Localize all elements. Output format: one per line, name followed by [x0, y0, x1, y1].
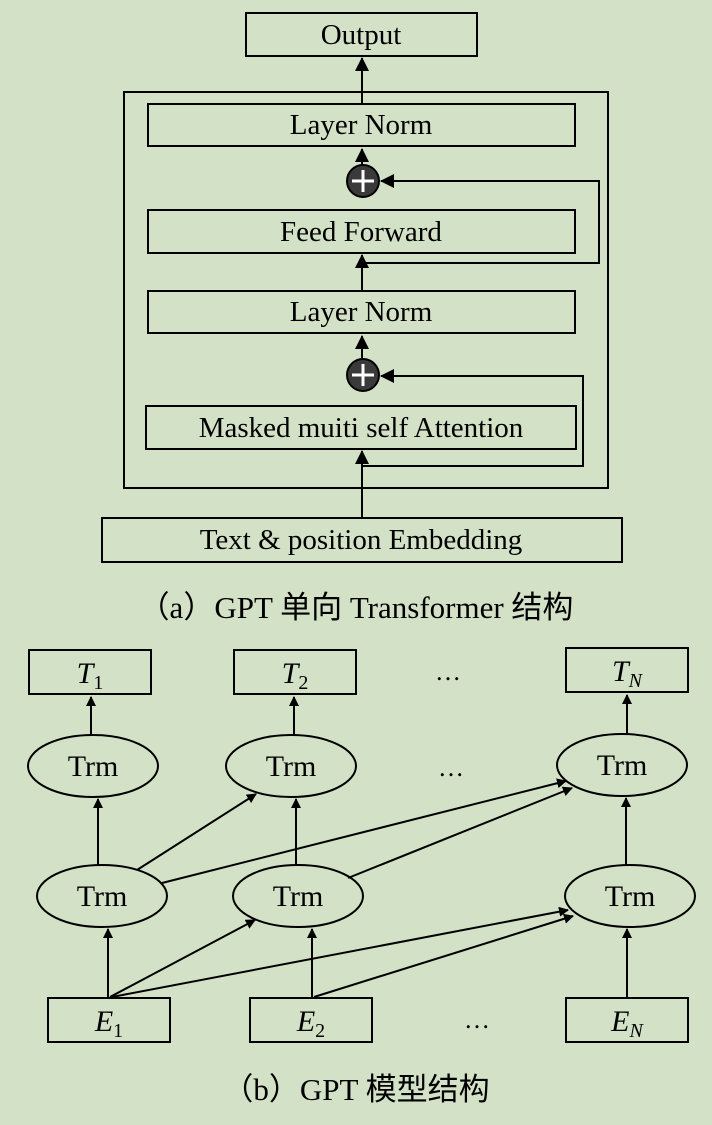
- arrow-b1-to-tn: [161, 778, 567, 884]
- residual-path-top: [362, 174, 600, 264]
- trm-bottom-n-label: Trm: [605, 880, 656, 913]
- caption-a: （a）GPT 单向 Transformer 结构: [139, 590, 574, 625]
- caption-b: （b）GPT 模型结构: [222, 1072, 489, 1107]
- trm-bottom-2-label: Trm: [273, 880, 324, 913]
- output-box-t1: [28, 649, 152, 695]
- arrow-e2-to-bn: [313, 913, 574, 998]
- masked-attention-box: [145, 405, 577, 450]
- trm-top-1: [27, 734, 159, 798]
- transformer-block: [123, 91, 609, 489]
- trm-top-n-label: Trm: [597, 749, 648, 782]
- input-label-e1: E1: [94, 1005, 123, 1042]
- trm-top-2: [225, 734, 357, 798]
- output-label-tn: TN: [612, 655, 644, 692]
- output-box-tn: [565, 647, 689, 693]
- arrow-b1-to-t2: [136, 793, 257, 871]
- ellipsis-top-trm: …: [438, 753, 464, 782]
- gpt-model-structure: T1 T2 … TN Trm Trm … Trm Trm Trm Trm E1 …: [27, 647, 696, 1107]
- trm-top-n: [556, 733, 688, 797]
- output-box-t2: [233, 649, 357, 695]
- trm-bottom-1: [36, 864, 168, 928]
- arrow-b2-to-tn: [347, 786, 573, 879]
- feed-forward-box: [147, 209, 576, 254]
- plus-glyph-bottom: [352, 364, 374, 386]
- layer-norm-bottom-box: [147, 290, 576, 334]
- residual-path-bottom: [362, 369, 584, 467]
- output-label-t1: T1: [77, 657, 104, 694]
- layer-norm-bottom-label: Layer Norm: [290, 296, 433, 328]
- output-box: [245, 12, 478, 57]
- input-label-en: EN: [610, 1005, 644, 1042]
- layer-norm-top-box: [147, 103, 576, 147]
- input-label-e2: E2: [296, 1005, 325, 1042]
- embedding-label: Text & position Embedding: [200, 524, 523, 556]
- ellipsis-inputs: …: [464, 1005, 490, 1034]
- trm-top-1-label: Trm: [68, 750, 119, 783]
- output-label: Output: [321, 19, 402, 51]
- transformer-structure: Output Layer Norm Feed Forward Layer Nor…: [101, 12, 623, 625]
- feed-forward-label: Feed Forward: [280, 216, 442, 248]
- arrow-e1-to-b2: [109, 919, 256, 998]
- plus-glyph-top: [352, 170, 374, 192]
- trm-bottom-n: [564, 864, 696, 928]
- output-label-t2: T2: [282, 657, 309, 694]
- arrow-e1-to-bn: [111, 906, 569, 998]
- trm-bottom-2: [232, 864, 364, 928]
- embedding-box: [101, 517, 623, 563]
- layer-norm-top-label: Layer Norm: [290, 109, 433, 141]
- ellipsis-outputs: …: [435, 657, 461, 686]
- masked-attention-label: Masked muiti self Attention: [199, 412, 524, 444]
- trm-bottom-1-label: Trm: [77, 880, 128, 913]
- trm-top-2-label: Trm: [266, 750, 317, 783]
